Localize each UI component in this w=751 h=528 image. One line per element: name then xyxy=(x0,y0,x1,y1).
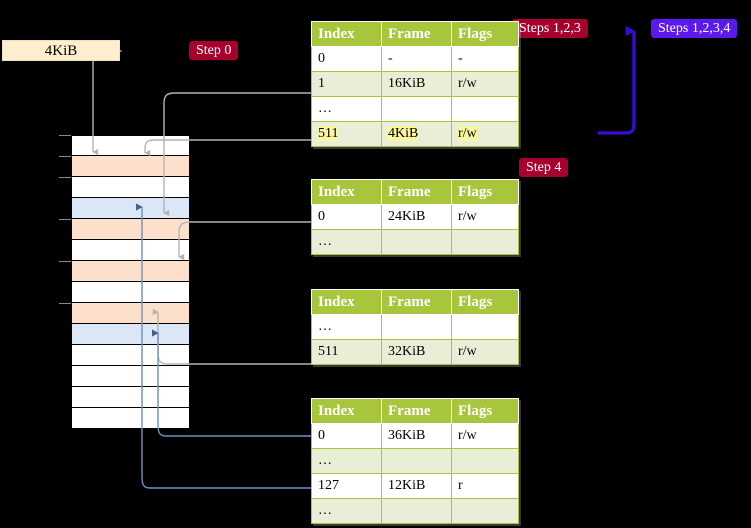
badge-step-4: Step 4 xyxy=(519,158,569,177)
arrow-pdpt-idx0-to-frame xyxy=(178,221,311,261)
badge-steps-1-2-3-4: Steps 1,2,3,4 xyxy=(651,19,738,38)
memory-frame-row xyxy=(71,198,190,219)
table-cell: r/w xyxy=(451,121,519,147)
table-cell xyxy=(381,229,452,255)
table-cell: 32KiB xyxy=(381,339,452,365)
table-row: … xyxy=(311,498,519,524)
table-cell: r/w xyxy=(451,423,519,449)
column-header: Index xyxy=(311,398,382,424)
physical-memory-column xyxy=(71,135,190,429)
table-cell: 16KiB xyxy=(381,71,452,97)
column-header: Frame xyxy=(381,21,452,47)
column-header: Flags xyxy=(451,179,519,205)
memory-frame-row xyxy=(71,135,190,156)
table-row: … xyxy=(311,96,519,122)
memory-frame-row xyxy=(71,261,190,282)
table-cell xyxy=(451,448,519,474)
table-cell: 511 xyxy=(311,339,382,365)
memory-frame-tick xyxy=(59,303,71,304)
table-row: … xyxy=(311,448,519,474)
memory-frame-row xyxy=(71,345,190,366)
memory-frame-row xyxy=(71,240,190,261)
memory-frame-row xyxy=(71,366,190,387)
table-cell: 12KiB xyxy=(381,473,452,499)
table-cell: 36KiB xyxy=(381,423,452,449)
table-cell: … xyxy=(311,448,382,474)
memory-frame-row xyxy=(71,408,190,429)
memory-frame-tick xyxy=(59,156,71,157)
column-header: Flags xyxy=(451,398,519,424)
column-header: Frame xyxy=(381,398,452,424)
memory-frame-tick xyxy=(59,135,71,136)
table-cell: r/w xyxy=(451,204,519,230)
column-header: Flags xyxy=(451,21,519,47)
memory-frame-row xyxy=(71,303,190,324)
table-cell xyxy=(451,314,519,340)
table-cell xyxy=(451,96,519,122)
table-cell: r/w xyxy=(451,71,519,97)
table-row: … xyxy=(311,314,519,340)
table-cell: 0 xyxy=(311,204,382,230)
table-cell: 0 xyxy=(311,46,382,72)
table-row: 0-- xyxy=(311,46,519,72)
table-cell: … xyxy=(311,96,382,122)
memory-frame-tick xyxy=(59,261,71,262)
column-header: Frame xyxy=(381,289,452,315)
badge-steps-1-2-3: Steps 1,2,3 xyxy=(512,19,588,38)
table-cell xyxy=(451,498,519,524)
column-header: Index xyxy=(311,289,382,315)
table-cell: 511 xyxy=(311,121,382,147)
column-header: Frame xyxy=(381,179,452,205)
memory-frame-row xyxy=(71,324,190,345)
table-cell: 4KiB xyxy=(381,121,452,147)
memory-frame-tick xyxy=(59,219,71,220)
table-cell: r xyxy=(451,473,519,499)
table-cell: - xyxy=(381,46,452,72)
table-cell xyxy=(381,314,452,340)
column-header: Flags xyxy=(451,289,519,315)
column-header: Index xyxy=(311,179,382,205)
table-cell: 127 xyxy=(311,473,382,499)
table-cell xyxy=(451,229,519,255)
memory-frame-row xyxy=(71,156,190,177)
table-cell: 0 xyxy=(311,423,382,449)
memory-frame-row xyxy=(71,219,190,240)
column-header: Index xyxy=(311,21,382,47)
table-cell: … xyxy=(311,498,382,524)
table-row: … xyxy=(311,229,519,255)
memory-frame-row xyxy=(71,282,190,303)
table-cell: 24KiB xyxy=(381,204,452,230)
table-cell: … xyxy=(311,229,382,255)
memory-frame-row xyxy=(71,177,190,198)
table-cell xyxy=(381,96,452,122)
table-cell: r/w xyxy=(451,339,519,365)
memory-frame-tick xyxy=(59,177,71,178)
table-cell xyxy=(381,448,452,474)
memory-frame-row xyxy=(71,387,190,408)
arrow-steps-bracket xyxy=(598,26,636,135)
table-cell xyxy=(381,498,452,524)
table-cell: - xyxy=(451,46,519,72)
badge-step-0: Step 0 xyxy=(189,41,239,60)
table-cell: … xyxy=(311,314,382,340)
size-box-4kib: 4KiB xyxy=(2,40,120,61)
table-cell: 1 xyxy=(311,71,382,97)
